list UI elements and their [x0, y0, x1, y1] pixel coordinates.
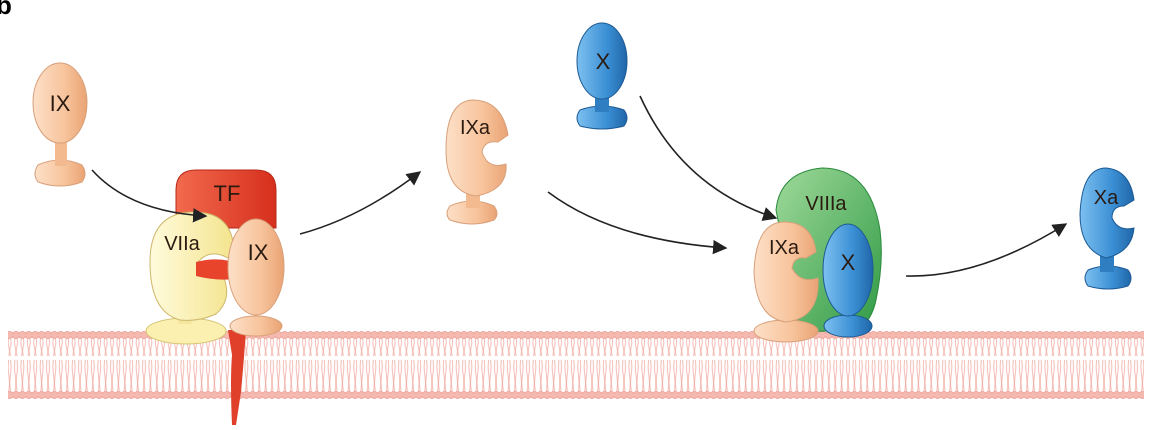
ix-free-label: IX: [50, 91, 71, 116]
arrow-ixa-to-tenase: [548, 192, 726, 248]
tf-label: TF: [214, 181, 241, 206]
factor-xa-free: Xa: [1080, 168, 1134, 289]
arrow-complex-to-ixa: [300, 172, 420, 234]
viiia-label: VIIIa: [805, 193, 847, 215]
factor-x-free: X: [577, 23, 627, 129]
arrow-x-to-tenase: [640, 96, 776, 218]
ixa-bound-label: IXa: [769, 237, 800, 259]
x-bound-label: X: [841, 250, 856, 275]
factor-ix-free: IX: [33, 63, 87, 186]
factor-ixa-bound: IXa: [754, 222, 818, 342]
viia-label: VIIa: [164, 233, 200, 255]
xa-label: Xa: [1094, 187, 1119, 209]
panel-label: b: [0, 0, 12, 20]
ix-bound-label: IX: [248, 240, 269, 265]
ixa-free-label: IXa: [460, 117, 491, 139]
factor-x-bound: X: [823, 224, 873, 337]
x-free-label: X: [596, 49, 611, 74]
arrow-tenase-to-xa: [906, 224, 1066, 276]
factor-ixa-free: IXa: [446, 100, 508, 224]
